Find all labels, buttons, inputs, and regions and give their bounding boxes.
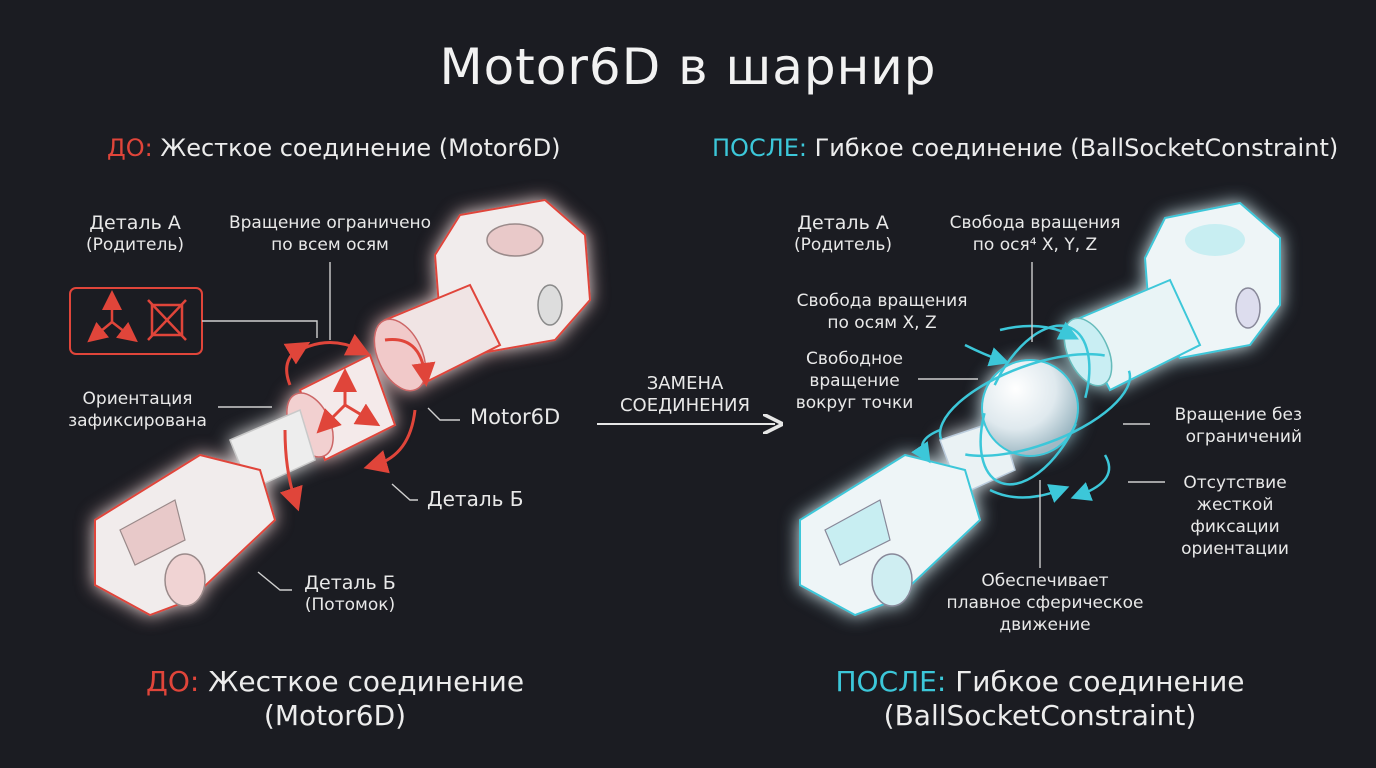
right-unlimited-2: ограничений <box>1185 427 1302 447</box>
right-free-point-3: вокруг точки <box>795 393 914 413</box>
right-smooth-3: движение <box>999 615 1091 635</box>
right-unlimited-label: Вращение без ограничений <box>1150 404 1302 448</box>
right-free-xyz-1: Свобода вращения <box>949 213 1121 233</box>
right-smooth-label: Обеспечивает плавное сферическое движени… <box>930 570 1160 636</box>
right-free-point-1: Свободное <box>806 349 903 369</box>
right-bottom-caption: ПОСЛЕ: Гибкое соединение (BallSocketCons… <box>790 665 1290 733</box>
left-rotation-limited-label: Вращение ограничено по всем осям <box>215 212 445 256</box>
right-free-xyz-2: по ося⁴ X, Y, Z <box>972 235 1098 255</box>
left-motor6d-label: Motor6D <box>470 405 561 429</box>
left-part-a-sub: (Родитель) <box>86 235 184 255</box>
left-rotation-limited-1: Вращение ограничено <box>228 213 432 233</box>
left-orientation-2: зафиксирована <box>68 411 207 431</box>
left-part-b-mid-label: Деталь Б <box>427 487 524 511</box>
left-rotation-limited-2: по всем осям <box>271 235 389 255</box>
right-unlimited-1: Вращение без <box>1174 405 1302 425</box>
left-orientation-1: Ориентация <box>82 389 193 409</box>
left-bottom-text-1: Жесткое соединение <box>199 665 525 698</box>
replace-label-1: ЗАМЕНА <box>646 373 724 394</box>
right-smooth-1: Обеспечивает <box>981 571 1109 591</box>
replace-label: ЗАМЕНА СОЕДИНЕНИЯ <box>600 373 770 417</box>
page-title: Motor6D в шарнир <box>439 38 937 96</box>
left-orientation-label: Ориентация зафиксирована <box>55 388 220 432</box>
right-free-xz-1: Свобода вращения <box>796 291 968 311</box>
right-part-a-title: Деталь А <box>797 212 889 234</box>
left-heading: ДО: Жесткое соединение (Motor6D) <box>107 134 561 162</box>
left-heading-prefix: ДО: <box>107 134 153 162</box>
left-heading-text: Жесткое соединение (Motor6D) <box>152 134 561 162</box>
right-heading-prefix: ПОСЛЕ: <box>712 134 807 162</box>
right-bottom-text-2: (BallSocketConstraint) <box>883 699 1197 732</box>
right-no-fix-4: ориентации <box>1181 539 1289 559</box>
left-bottom-text-2: (Motor6D) <box>263 699 407 732</box>
right-no-fix-3: фиксации <box>1190 517 1280 537</box>
right-free-xz-label: Свобода вращения по осям X, Z <box>782 290 982 334</box>
right-part-a-label: Деталь А (Родитель) <box>778 212 908 256</box>
left-rigid-assembly <box>69 198 592 617</box>
left-part-b-label: Деталь Б (Потомок) <box>290 572 410 616</box>
right-free-xz-2: по осям X, Z <box>827 313 937 333</box>
left-bottom-caption: ДО: Жесткое соединение (Motor6D) <box>100 665 570 733</box>
right-heading: ПОСЛЕ: Гибкое соединение (BallSocketCons… <box>712 134 1338 162</box>
right-smooth-2: плавное сферическое <box>946 593 1144 613</box>
left-bottom-prefix: ДО: <box>145 665 200 698</box>
right-no-fix-1: Отсутствие <box>1183 473 1287 493</box>
left-part-b-sub: (Потомок) <box>304 595 396 615</box>
right-free-point-label: Свободное вращение вокруг точки <box>782 348 927 414</box>
right-bottom-text-1: Гибкое соединение <box>946 665 1245 698</box>
right-part-a-sub: (Родитель) <box>794 235 892 255</box>
left-part-a-label: Деталь А (Родитель) <box>70 212 200 256</box>
replace-label-2: СОЕДИНЕНИЯ <box>619 395 751 416</box>
right-heading-text: Гибкое соединение (BallSocketConstraint) <box>807 134 1339 162</box>
right-no-fix-2: жесткой <box>1196 495 1274 515</box>
left-part-a-title: Деталь А <box>89 212 181 234</box>
right-ballsocket-assembly <box>799 201 1281 617</box>
left-part-b-title: Деталь Б <box>304 572 396 594</box>
right-no-fix-label: Отсутствие жесткой фиксации ориентации <box>1165 472 1305 560</box>
right-free-xyz-label: Свобода вращения по ося⁴ X, Y, Z <box>930 212 1140 256</box>
right-bottom-prefix: ПОСЛЕ: <box>835 665 947 698</box>
right-free-point-2: вращение <box>809 371 900 391</box>
